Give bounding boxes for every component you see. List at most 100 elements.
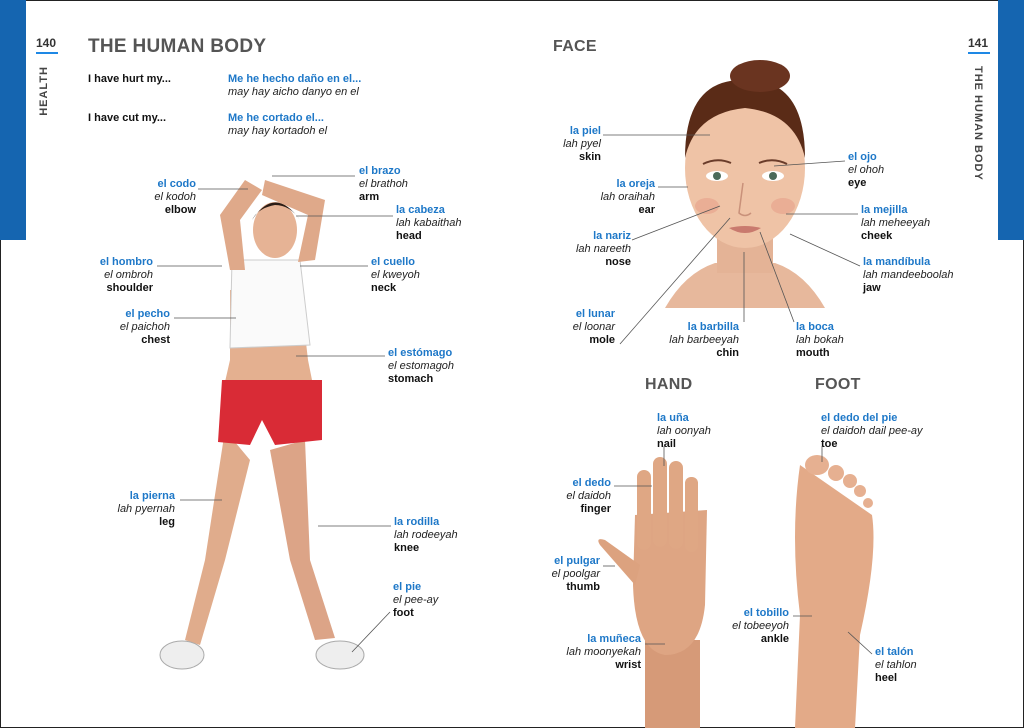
label-chest-en: chest <box>141 334 170 346</box>
label-leg-es: la pierna <box>129 490 175 502</box>
label-neck-en: neck <box>371 282 397 294</box>
label-finger-es: el dedo <box>572 477 611 489</box>
label-elbow-es: el codo <box>157 178 196 190</box>
label-chest: el pecho el paichoh chest <box>120 308 170 347</box>
label-eye-pron: el ohoh <box>848 164 885 176</box>
label-foot: el pie el pee-ay foot <box>393 581 438 620</box>
label-skin-es: la piel <box>569 125 601 137</box>
label-thumb-pron: el poolgar <box>551 568 600 580</box>
woman-body-photo <box>159 180 365 670</box>
label-shoulder-en: shoulder <box>106 282 153 294</box>
foot-photo <box>795 455 874 728</box>
label-jaw: la mandíbula lah mandeeboolah jaw <box>863 256 954 295</box>
label-ankle-pron: el tobeeyoh <box>732 620 789 632</box>
label-toe-pron: el daidoh dail pee-ay <box>821 425 923 437</box>
label-mole: el lunar el loonar mole <box>573 308 615 347</box>
phrase-hurt-en: I have hurt my... <box>88 73 171 85</box>
hand-heading: HAND <box>645 376 693 393</box>
label-thumb: el pulgar el poolgar thumb <box>552 555 600 594</box>
label-ankle: el tobillo el tobeeyoh ankle <box>732 607 789 646</box>
label-neck-es: el cuello <box>371 256 416 268</box>
page-number-left: 140 <box>36 36 57 50</box>
label-head-es: la cabeza <box>396 204 445 216</box>
label-nail-es: la uña <box>657 412 689 424</box>
label-wrist-pron: lah moonyekah <box>566 646 641 658</box>
label-wrist-es: la muñeca <box>587 633 641 645</box>
label-nail-pron: lah oonyah <box>657 425 711 437</box>
label-toe: el dedo del pie el daidoh dail pee-ay to… <box>821 412 923 451</box>
label-chin-pron: lah barbeeyah <box>669 334 739 346</box>
label-ear-pron: lah oraihah <box>600 191 655 203</box>
label-heel-es: el talón <box>875 646 914 658</box>
label-leg-en: leg <box>159 516 175 528</box>
label-chin-en: chin <box>716 347 739 359</box>
label-eye-es: el ojo <box>848 151 877 163</box>
label-skin-pron: lah pyel <box>563 138 601 150</box>
label-jaw-en: jaw <box>863 282 881 294</box>
label-nail: la uña lah oonyah nail <box>657 412 711 451</box>
label-ankle-es: el tobillo <box>743 607 789 619</box>
phrase-hurt-es: Me he hecho daño en el... <box>228 73 362 85</box>
label-cheek-es: la mejilla <box>861 204 908 216</box>
label-mouth-en: mouth <box>796 347 830 359</box>
label-knee: la rodilla lah rodeeyah knee <box>394 516 458 555</box>
label-nail-en: nail <box>657 438 676 450</box>
label-foot-es: el pie <box>393 581 422 593</box>
label-shoulder: el hombro el ombroh shoulder <box>100 256 153 295</box>
label-arm-pron: el brathoh <box>359 178 408 190</box>
label-wrist-en: wrist <box>615 659 641 671</box>
label-mole-en: mole <box>589 334 615 346</box>
label-heel-pron: el tahlon <box>875 659 917 671</box>
label-nose-en: nose <box>605 256 631 268</box>
label-elbow: el codo el kodoh elbow <box>154 178 196 217</box>
label-skin: la piel lah pyel skin <box>563 125 601 164</box>
label-nose-pron: lah nareeth <box>575 243 631 255</box>
label-ear-es: la oreja <box>616 178 655 190</box>
label-foot-en: foot <box>393 607 414 619</box>
label-ear-en: ear <box>638 204 655 216</box>
label-toe-en: toe <box>821 438 838 450</box>
label-head: la cabeza lah kabaithah head <box>396 204 461 243</box>
label-arm-es: el brazo <box>359 165 401 177</box>
label-leg-pron: lah pyernah <box>117 503 176 515</box>
section-tab-left <box>0 0 26 240</box>
foot-heading: FOOT <box>815 376 861 393</box>
label-cheek: la mejilla lah meheeyah cheek <box>861 204 930 243</box>
label-thumb-en: thumb <box>566 581 600 593</box>
label-knee-en: knee <box>394 542 420 554</box>
phrase-cut-pron: may hay kortadoh el <box>228 125 328 137</box>
label-finger-en: finger <box>580 503 611 515</box>
label-finger-pron: el daidoh <box>566 490 611 502</box>
label-chin-es: la barbilla <box>687 321 739 333</box>
page-number-rule-right <box>968 52 990 54</box>
label-mole-pron: el loonar <box>572 321 615 333</box>
label-jaw-pron: lah mandeeboolah <box>863 269 954 281</box>
label-ear: la oreja lah oraihah ear <box>601 178 655 217</box>
label-arm-en: arm <box>359 191 380 203</box>
label-chest-es: el pecho <box>125 308 170 320</box>
label-mouth-es: la boca <box>796 321 834 333</box>
label-jaw-es: la mandíbula <box>863 256 931 268</box>
label-wrist: la muñeca lah moonyekah wrist <box>566 633 641 672</box>
label-shoulder-es: el hombro <box>99 256 153 268</box>
label-eye: el ojo el ohoh eye <box>848 151 884 190</box>
label-shoulder-pron: el ombroh <box>104 269 153 281</box>
label-stomach-en: stomach <box>388 373 434 385</box>
label-toe-es: el dedo del pie <box>821 412 898 424</box>
label-foot-pron: el pee-ay <box>393 594 439 606</box>
label-stomach-es: el estómago <box>388 347 453 359</box>
label-cheek-pron: lah meheeyah <box>861 217 931 229</box>
label-thumb-es: el pulgar <box>554 555 600 567</box>
label-elbow-en: elbow <box>164 204 196 216</box>
hand-photo <box>598 457 707 728</box>
label-mouth-pron: lah bokah <box>796 334 844 346</box>
section-label-human-body: THE HUMAN BODY <box>972 66 984 181</box>
label-arm: el brazo el brathoh arm <box>359 165 408 204</box>
label-mouth: la boca lah bokah mouth <box>796 321 844 360</box>
label-head-en: head <box>396 230 422 242</box>
label-leg: la pierna lah pyernah leg <box>118 490 176 529</box>
label-elbow-pron: el kodoh <box>154 191 196 203</box>
label-eye-en: eye <box>848 177 867 189</box>
section-tab-right <box>998 0 1024 240</box>
label-ankle-en: ankle <box>760 633 789 645</box>
